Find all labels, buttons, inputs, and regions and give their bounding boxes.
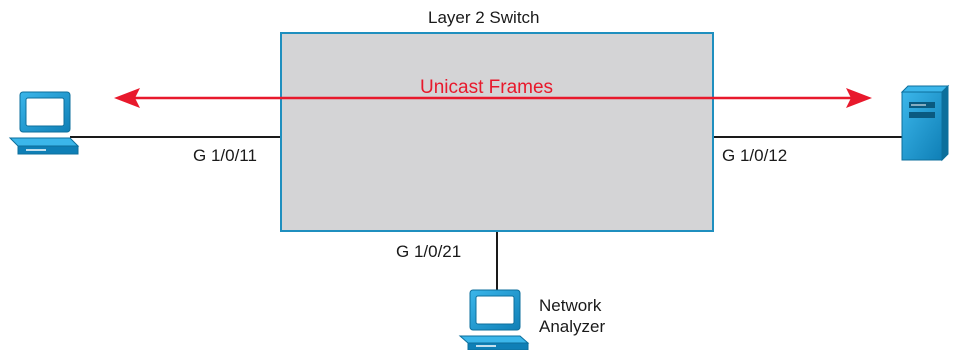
- port-label-bottom: G 1/0/21: [396, 242, 462, 261]
- arrowhead-right: [846, 88, 872, 108]
- port-label-right: G 1/0/12: [722, 146, 788, 165]
- port-label-left: G 1/0/11: [193, 146, 257, 165]
- network-analyzer-label: Network Analyzer: [539, 295, 605, 337]
- network-analyzer-label-line2: Analyzer: [539, 317, 606, 336]
- switch-title: Layer 2 Switch: [428, 8, 540, 27]
- workstation-icon: [8, 91, 80, 155]
- switch-box: [280, 32, 714, 232]
- arrowhead-left: [114, 88, 140, 108]
- server-tower-icon: [900, 84, 950, 162]
- network-analyzer-label-line1: Network: [539, 296, 602, 315]
- unicast-arrow: [114, 88, 872, 108]
- analyzer-workstation-icon: [458, 289, 530, 350]
- unicast-frames-label: Unicast Frames: [420, 77, 554, 98]
